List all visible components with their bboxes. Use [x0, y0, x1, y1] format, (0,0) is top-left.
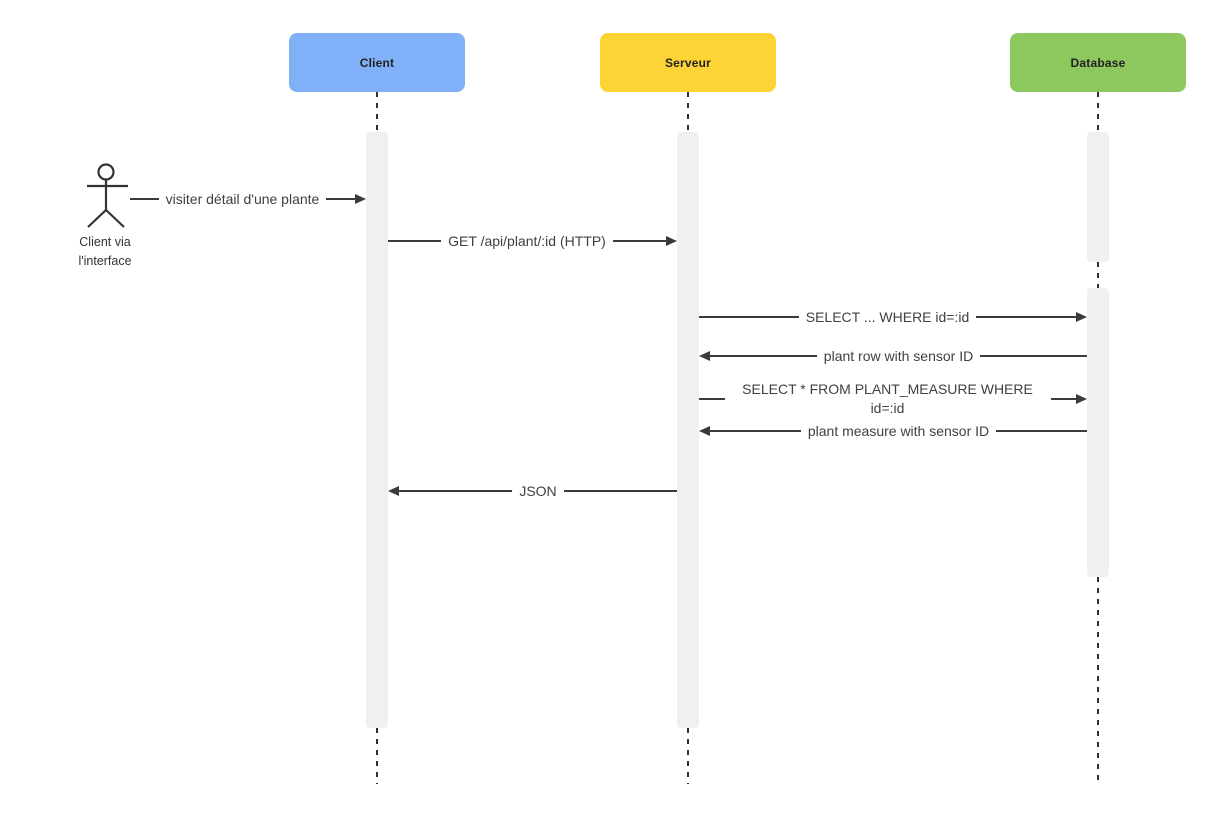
- message-line: [388, 240, 442, 242]
- message-line: [710, 430, 801, 432]
- message-get-api-plant: GET /api/plant/:id (HTTP): [388, 231, 677, 251]
- serveur-activation-bar: [677, 132, 699, 728]
- client-lifeline-top: [376, 92, 378, 132]
- message-select-plant-measure: SELECT * FROM PLANT_MEASURE WHERE id=:id: [699, 379, 1087, 419]
- message-json: JSON: [388, 481, 677, 501]
- message-visiter-detail: visiter détail d'une plante: [130, 189, 367, 209]
- message-line: [326, 198, 356, 200]
- message-line: [612, 240, 666, 242]
- client-lifeline-bottom: [376, 728, 378, 784]
- serveur-lifeline-top: [687, 92, 689, 132]
- message-line: [699, 398, 725, 400]
- message-label: SELECT ... WHERE id=:id: [805, 309, 970, 325]
- message-line: [1050, 398, 1076, 400]
- message-line: [996, 430, 1087, 432]
- arrowhead-right-icon: [355, 194, 367, 204]
- message-line: [980, 355, 1087, 357]
- participant-serveur-label: Serveur: [664, 55, 712, 70]
- participant-client-label: Client: [359, 55, 395, 70]
- message-line: [130, 198, 159, 200]
- stick-figure-actor-icon: [87, 163, 128, 228]
- message-line: [699, 316, 799, 318]
- message-select-where-id: SELECT ... WHERE id=:id: [699, 307, 1088, 327]
- message-line: [976, 316, 1077, 318]
- message-label: plant row with sensor ID: [823, 348, 974, 364]
- message-line: [710, 355, 817, 357]
- actor-label-line-1: Client via: [79, 235, 131, 249]
- actor-label: Client via l'interface: [42, 233, 168, 272]
- participant-database-label: Database: [1070, 55, 1126, 70]
- participant-database: Database: [1010, 33, 1186, 92]
- participant-serveur: Serveur: [600, 33, 776, 92]
- database-lifeline-top: [1097, 92, 1099, 132]
- arrowhead-left-icon: [388, 486, 399, 496]
- arrowhead-right-icon: [1076, 312, 1088, 322]
- message-line: [399, 490, 513, 492]
- message-label: GET /api/plant/:id (HTTP): [448, 233, 606, 249]
- message-line: [563, 490, 677, 492]
- message-plant-row: plant row with sensor ID: [699, 346, 1087, 366]
- message-label: visiter détail d'une plante: [165, 191, 320, 207]
- participant-client: Client: [289, 33, 465, 92]
- message-label: plant measure with sensor ID: [807, 423, 990, 439]
- database-lifeline-mid: [1097, 262, 1099, 288]
- message-label: SELECT * FROM PLANT_MEASURE WHERE id=:id: [742, 381, 1033, 416]
- arrowhead-right-icon: [1076, 394, 1087, 404]
- arrowhead-left-icon: [699, 426, 710, 436]
- arrowhead-left-icon: [699, 351, 710, 361]
- message-plant-measure: plant measure with sensor ID: [699, 421, 1087, 441]
- client-activation-bar: [366, 132, 388, 728]
- database-lifeline-bottom: [1097, 577, 1099, 784]
- database-activation-bar-1: [1087, 132, 1109, 262]
- database-activation-bar-2: [1087, 288, 1109, 577]
- serveur-lifeline-bottom: [687, 728, 689, 784]
- arrowhead-right-icon: [666, 236, 677, 246]
- message-label: JSON: [519, 483, 557, 499]
- actor-label-line-2: l'interface: [78, 254, 132, 269]
